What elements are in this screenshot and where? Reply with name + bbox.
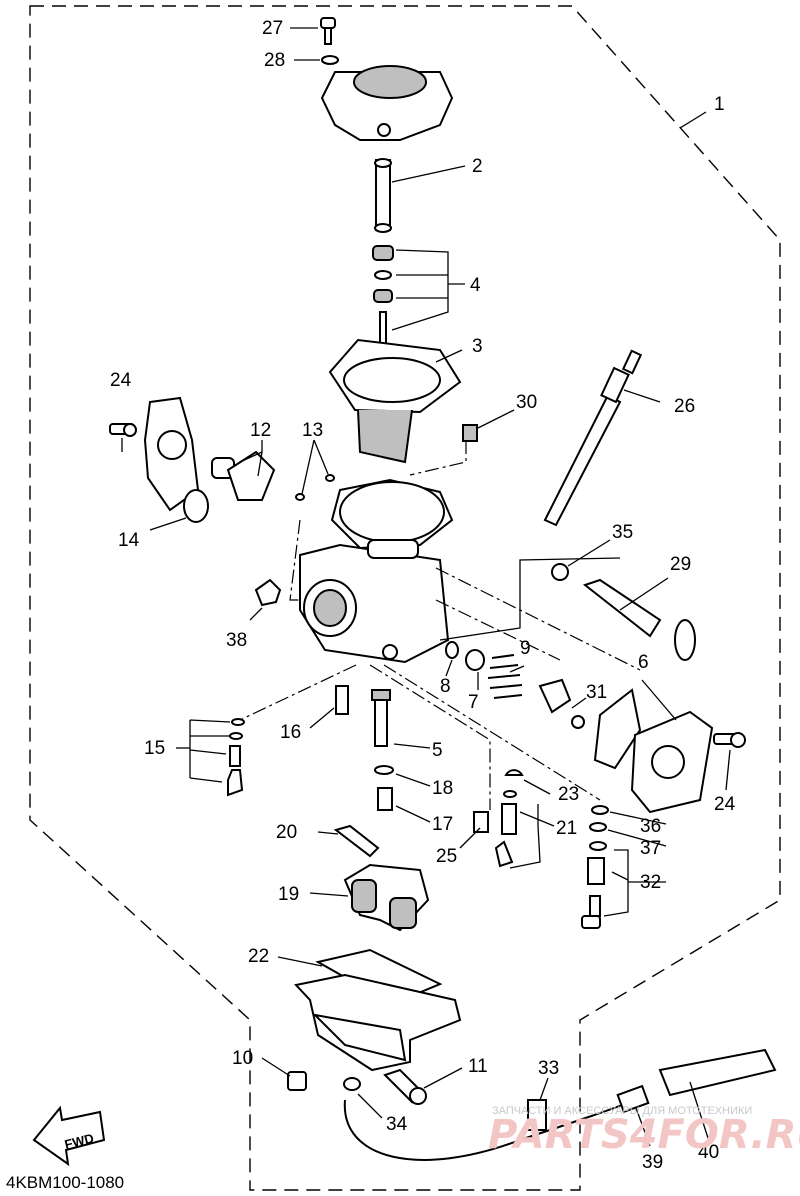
callout-37: 37: [640, 838, 661, 859]
part-o-ring-14: [183, 489, 209, 523]
part-hose-joint-39: [616, 1084, 650, 1114]
part-main-jet-17: [377, 787, 393, 811]
part-needle-valve-21: [494, 790, 517, 868]
part-washer-28: [321, 55, 339, 65]
callout-3: 3: [472, 336, 483, 357]
callout-10: 10: [232, 1048, 253, 1069]
callout-21: 21: [556, 818, 577, 839]
callout-13: 13: [302, 420, 323, 441]
callout-7: 7: [468, 692, 479, 713]
part-float-chamber: [294, 973, 462, 1072]
callout-12: 12: [250, 420, 271, 441]
part-drain-hose: [343, 1099, 631, 1161]
callout-27: 27: [262, 18, 283, 39]
callout-36: 36: [640, 816, 661, 837]
callout-28: 28: [264, 50, 285, 71]
watermark-logo-text: PARTS4FOR.RU: [488, 1112, 800, 1158]
part-bolt-20: [333, 824, 380, 858]
callout-2: 2: [472, 156, 483, 177]
callout-14: 14: [118, 530, 140, 551]
watermark-caption: ЗАПЧАСТИ И АКСЕССУАРЫ ДЛЯ МОТОТЕХНИКИ: [492, 1105, 752, 1117]
callout-32: 32: [640, 872, 661, 893]
part-jet-16: [335, 685, 349, 715]
callout-1: 1: [714, 94, 725, 115]
callout-29: 29: [670, 554, 691, 575]
part-diaphragm-piston-3: [328, 338, 462, 464]
part-carburetor-body: [299, 478, 454, 664]
part-clip-34: [343, 1077, 361, 1091]
callout-4: 4: [470, 275, 481, 296]
part-screw-24-right: [713, 732, 746, 748]
callout-20: 20: [276, 822, 297, 843]
callout-34: 34: [386, 1114, 408, 1135]
part-o-ring-18: [374, 765, 394, 775]
part-spring-12: [211, 450, 276, 501]
part-drain-screw-11: [383, 1068, 427, 1105]
part-seal-7: [465, 649, 485, 671]
part-pump-cover: [630, 710, 714, 814]
callout-38: 38: [226, 630, 247, 651]
part-gasket-6: [593, 688, 642, 770]
leader-lines: [121, 27, 731, 1147]
callout-11: 11: [468, 1056, 488, 1077]
callout-40: 40: [698, 1142, 719, 1163]
part-screw-set-32: [581, 841, 607, 929]
part-screw-10: [287, 1071, 307, 1091]
callout-8: 8: [440, 676, 451, 697]
callout-9: 9: [520, 638, 531, 659]
part-needle-jet-30: [462, 424, 478, 442]
callout-labels: 1 2 3 4 5 6 7 8 9 10 11 12 13 14 15 16 1…: [110, 18, 736, 1173]
part-needle-jet-5: [371, 689, 391, 747]
part-float-19: [343, 863, 430, 932]
part-o-ring-36: [591, 805, 609, 815]
part-cap-23: [504, 769, 524, 776]
callout-23: 23: [558, 784, 579, 805]
fwd-label: FWD: [63, 1130, 95, 1152]
assembly-boundary: [29, 5, 781, 1191]
callout-16: 16: [280, 722, 301, 743]
callout-15: 15: [144, 738, 165, 759]
callout-39: 39: [642, 1152, 663, 1173]
callout-6: 6: [638, 652, 649, 673]
callout-30: 30: [516, 392, 537, 413]
part-tube-26: [543, 349, 643, 527]
callout-24-right: 24: [714, 794, 736, 815]
callout-33: 33: [538, 1058, 559, 1079]
part-top-cover: [320, 65, 454, 141]
part-spring-9: [487, 654, 523, 699]
callout-26: 26: [674, 396, 695, 417]
part-screw-27: [320, 17, 336, 45]
part-plug-13: [295, 474, 335, 501]
part-screw-24-left: [109, 423, 137, 437]
part-lever-31: [538, 678, 585, 729]
callout-5: 5: [432, 740, 443, 761]
diagram-code: 4KBM100-1080: [6, 1173, 124, 1192]
callout-22: 22: [248, 946, 269, 967]
part-spring-2: [374, 158, 392, 233]
callout-31: 31: [586, 682, 607, 703]
part-o-ring-35: [551, 563, 569, 581]
callout-17: 17: [432, 814, 453, 835]
part-hose-40: [658, 1048, 777, 1097]
part-washer-8: [445, 641, 459, 659]
part-throttle-screw-29: [582, 578, 696, 661]
callout-35: 35: [612, 522, 633, 543]
part-hose-33: [527, 1099, 547, 1131]
fwd-arrow-icon: FWD: [32, 1105, 106, 1167]
callout-25: 25: [436, 846, 457, 867]
part-pilot-screw-set-15: [227, 718, 245, 797]
part-nut-38: [254, 578, 282, 607]
part-o-ring-37: [589, 822, 607, 832]
part-jet-25: [473, 811, 489, 833]
callout-18: 18: [432, 778, 453, 799]
callout-19: 19: [278, 884, 299, 905]
callout-24-left: 24: [110, 370, 132, 391]
